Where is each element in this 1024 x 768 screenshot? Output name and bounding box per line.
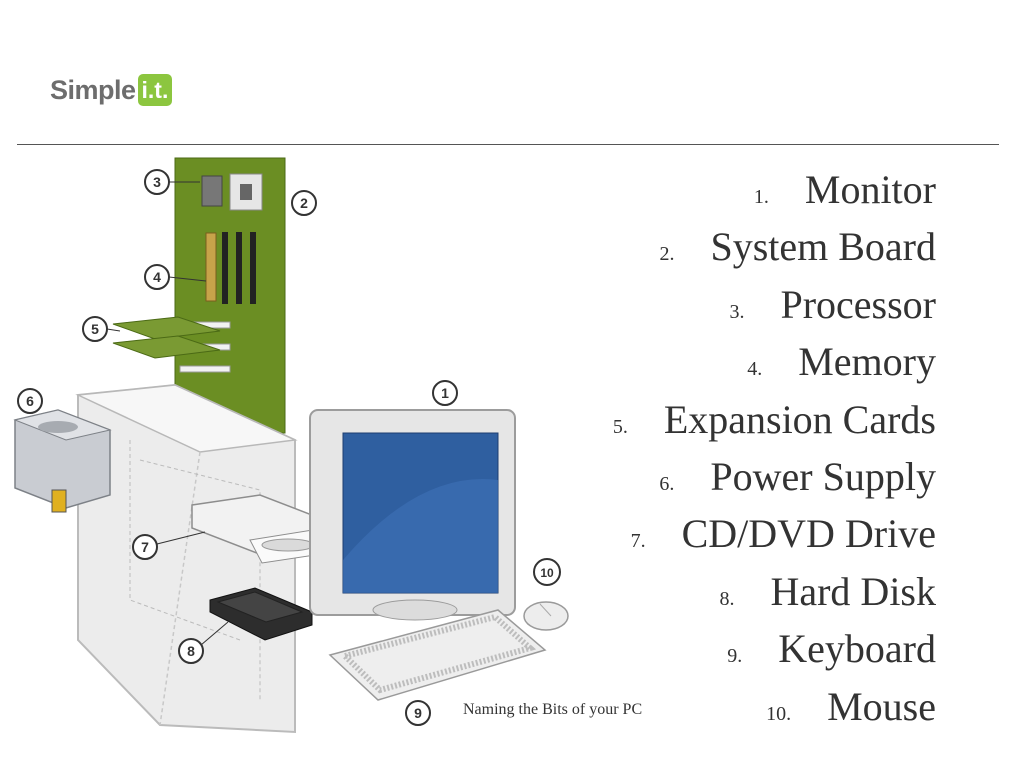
svg-text:10: 10	[540, 566, 554, 580]
list-item: 9. Keyboard	[613, 624, 936, 681]
list-item: 7. CD/DVD Drive	[613, 509, 936, 566]
list-label: Hard Disk	[770, 568, 936, 614]
list-number: 4.	[747, 358, 763, 381]
list-label: Monitor	[804, 167, 936, 212]
list-label: Memory	[798, 339, 936, 385]
callout-4: 4	[144, 264, 207, 290]
list-label: Mouse	[827, 683, 936, 729]
callout-9: 9	[405, 700, 431, 726]
list-number: 9.	[727, 645, 743, 668]
list-item: 3. Processor	[613, 280, 936, 337]
callout-6: 6	[17, 388, 43, 414]
list-item: 1. Monitor	[613, 165, 936, 222]
memory-slot	[236, 232, 242, 304]
list-item: 10. Mouse	[613, 682, 936, 739]
logo: Simple i.t.	[50, 70, 173, 110]
callout-1: 1	[432, 380, 458, 406]
list-label: Keyboard	[778, 626, 936, 672]
logo-badge: i.t.	[137, 74, 173, 106]
svg-text:8: 8	[187, 643, 195, 659]
svg-text:6: 6	[26, 393, 34, 409]
list-number: 6.	[659, 472, 675, 495]
header-divider	[17, 144, 999, 145]
svg-text:1: 1	[441, 385, 449, 401]
tower-case-top	[75, 384, 298, 453]
list-number: 3.	[729, 300, 745, 323]
list-label: Processor	[780, 281, 936, 327]
list-number: 7.	[630, 530, 646, 553]
callout-10: 10	[533, 558, 561, 586]
diagram-caption: Naming the Bits of your PC	[463, 701, 643, 718]
svg-text:7: 7	[141, 539, 149, 555]
memory-slot	[250, 232, 256, 304]
list-item: 8. Hard Disk	[613, 567, 936, 624]
callout-8: 8	[178, 621, 229, 664]
callout-5: 5	[82, 316, 121, 342]
list-label: CD/DVD Drive	[681, 511, 936, 557]
logo-word: Simple	[50, 74, 136, 105]
list-number: 2.	[659, 243, 675, 266]
list-item: 5. Expansion Cards	[613, 395, 936, 452]
parts-list: 1. Monitor 2. System Board 3. Processor 4. M…	[613, 165, 936, 739]
list-label: Power Supply	[710, 453, 936, 499]
svg-text:3: 3	[153, 174, 161, 190]
svg-text:2: 2	[300, 195, 308, 211]
expansion-card	[112, 335, 221, 359]
callout-2: 2	[291, 190, 317, 216]
list-number: 8.	[719, 587, 735, 610]
mouse	[523, 601, 569, 631]
monitor-stand	[372, 599, 458, 621]
processor-chip	[201, 175, 223, 207]
list-number: 1.	[753, 186, 769, 208]
keyboard	[328, 609, 547, 701]
callout-7: 7	[132, 531, 206, 560]
list-number: 10.	[766, 702, 792, 725]
list-item: 6. Power Supply	[613, 452, 936, 509]
pc-parts-illustration: 1 2 3 4 5 6 7 8 9 10	[13, 157, 569, 734]
expansion-card	[112, 316, 221, 340]
svg-text:4: 4	[153, 269, 161, 285]
list-item: 4. Memory	[613, 337, 936, 394]
svg-text:5: 5	[91, 321, 99, 337]
list-item: 2. System Board	[613, 222, 936, 279]
callout-3: 3	[144, 169, 200, 195]
memory-slot	[222, 232, 228, 304]
list-label: Expansion Cards	[663, 396, 936, 442]
list-number: 5.	[612, 415, 628, 438]
list-label: System Board	[710, 224, 936, 270]
svg-text:9: 9	[414, 705, 422, 721]
memory-module	[205, 232, 217, 302]
